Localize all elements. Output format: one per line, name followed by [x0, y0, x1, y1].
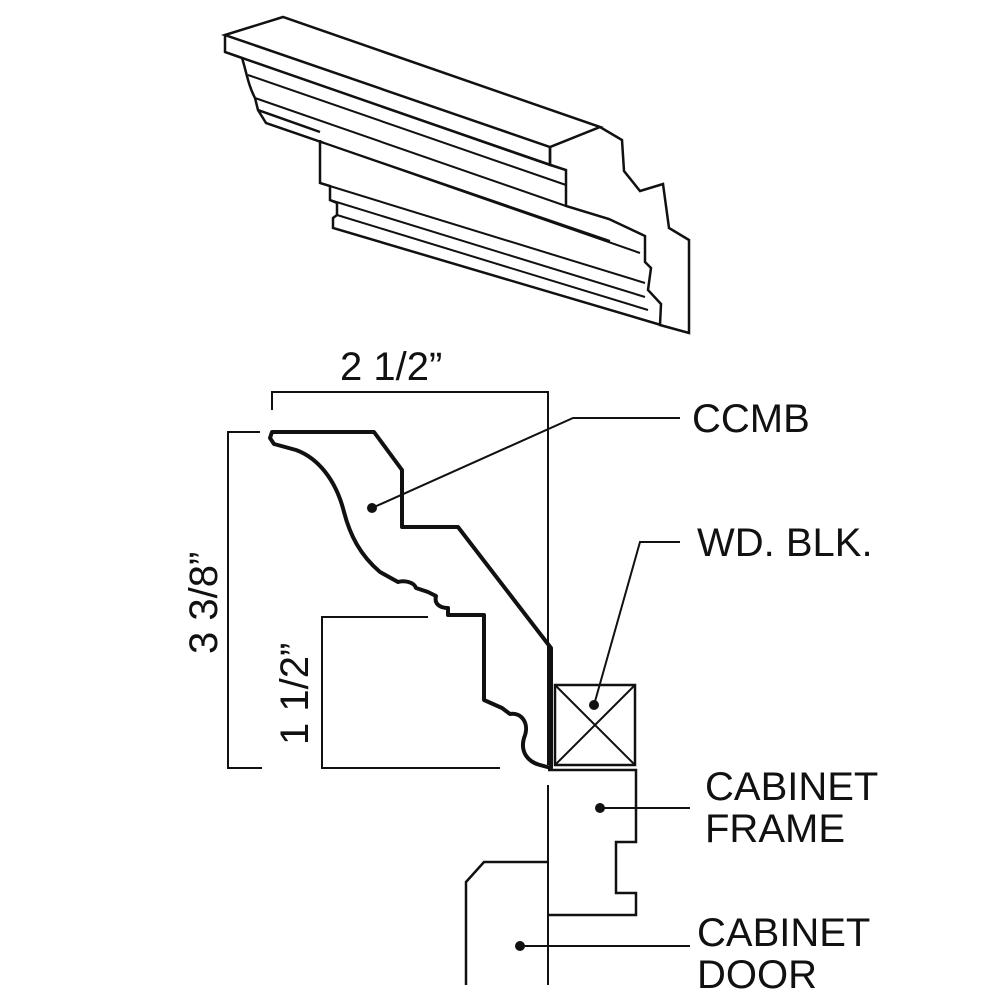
dimension-lower-height: 1 1/2”: [273, 643, 317, 745]
crown-molding-profile: [268, 430, 553, 770]
cabinet-frame: [548, 768, 638, 917]
label-cabinet-frame-line2: FRAME: [705, 807, 845, 851]
wood-block: [553, 683, 637, 767]
wd-blk-leader-dot: [589, 700, 599, 710]
cabinet-door-leader-dot: [515, 941, 525, 951]
ccmb-leader-dot: [367, 503, 377, 513]
leader-lines: [367, 417, 690, 951]
label-ccmb: CCMB: [692, 397, 810, 441]
dimension-width: 2 1/2”: [340, 345, 442, 389]
label-cabinet-door-line1: CABINET: [697, 911, 870, 955]
cabinet-door: [464, 860, 548, 985]
cabinet-frame-leader-dot: [595, 803, 605, 813]
dimension-lines: [227, 391, 549, 985]
label-cabinet-frame-line1: CABINET: [705, 765, 878, 809]
dimension-height: 3 3/8”: [182, 552, 226, 654]
molding-perspective-view: [220, 15, 691, 335]
label-wd-blk: WD. BLK.: [697, 521, 873, 565]
label-cabinet-door-line2: DOOR: [697, 953, 817, 997]
